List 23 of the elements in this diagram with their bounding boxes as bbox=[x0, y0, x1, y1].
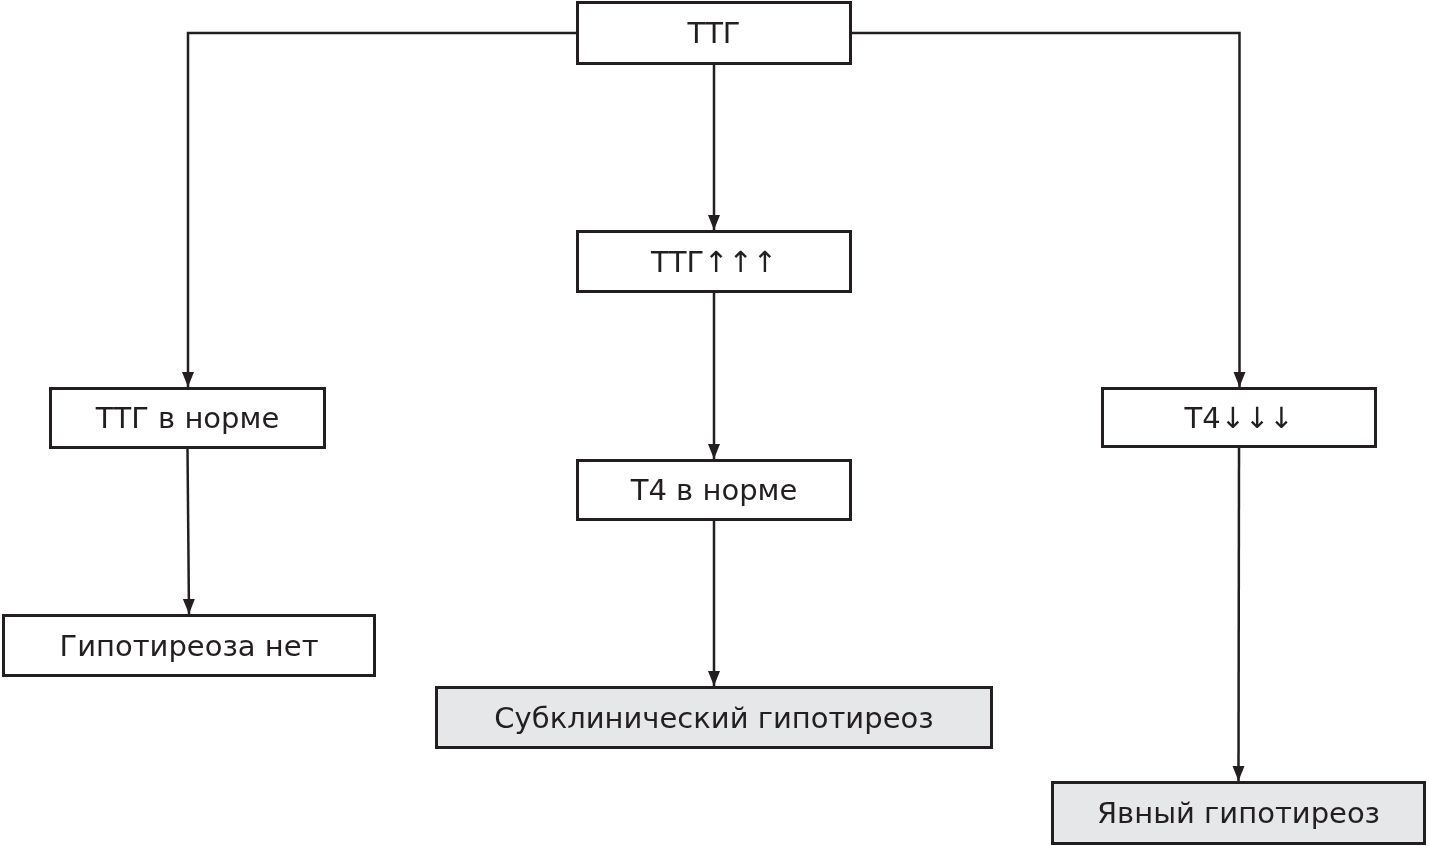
node-label: Явный гипотиреоз bbox=[1096, 796, 1381, 830]
node-label: Т4 в норме bbox=[630, 473, 798, 507]
node-label: Гипотиреоза нет bbox=[59, 628, 319, 663]
process-box bbox=[576, 230, 852, 293]
node-label: ТТГ в норме bbox=[95, 401, 280, 435]
process-box bbox=[576, 459, 852, 521]
node-label: ТТГ bbox=[687, 16, 741, 50]
result-box bbox=[435, 686, 993, 749]
node-label: Т4↓↓↓ bbox=[1184, 400, 1294, 435]
process-box bbox=[2, 614, 376, 677]
process-box bbox=[1101, 387, 1377, 448]
arrow bbox=[1232, 448, 1245, 781]
process-box bbox=[49, 387, 326, 449]
arrow bbox=[182, 31, 576, 387]
node-label: ТТГ↑↑↑ bbox=[651, 244, 777, 279]
result-box bbox=[1051, 781, 1426, 845]
arrow bbox=[852, 31, 1246, 387]
node-label: Субклинический гипотиреоз bbox=[494, 700, 934, 735]
process-box bbox=[576, 1, 852, 65]
arrow bbox=[708, 65, 720, 230]
arrow bbox=[708, 293, 720, 459]
arrow bbox=[708, 521, 720, 686]
arrow bbox=[182, 449, 195, 614]
